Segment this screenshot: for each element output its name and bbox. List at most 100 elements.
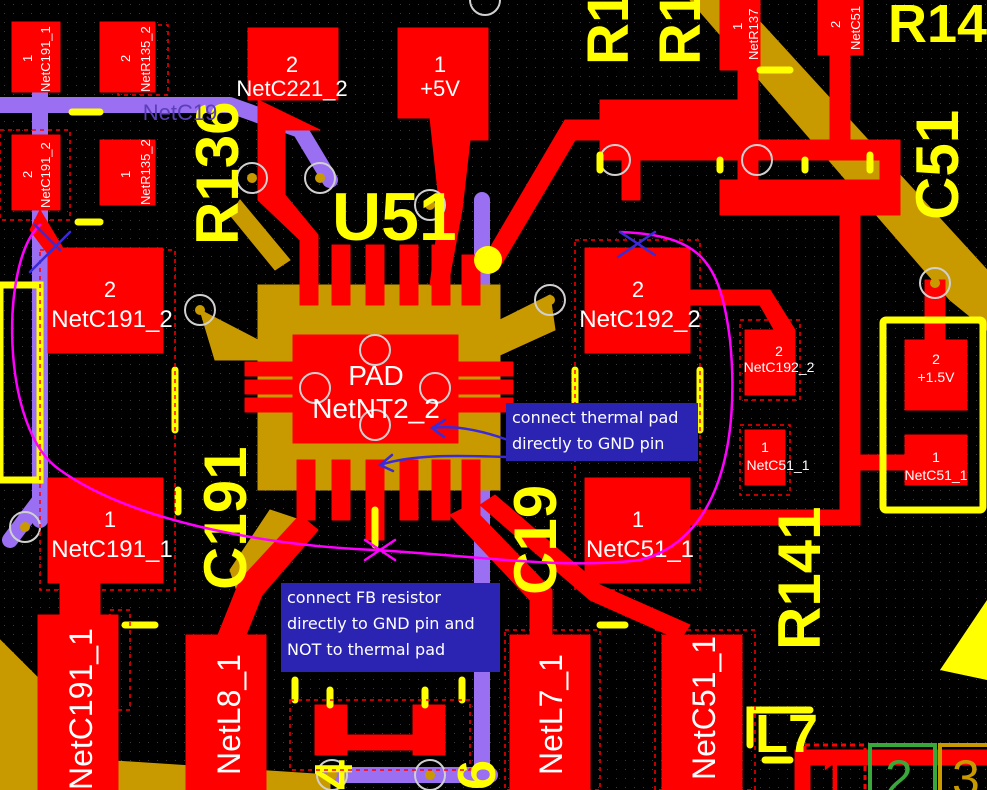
pad-netl7-1 xyxy=(509,634,591,790)
trace-c51-up xyxy=(839,179,861,526)
pad-small-c51 xyxy=(744,429,786,486)
label-tl-r135b-net: NetR135_2 xyxy=(138,139,153,205)
designator-6: 6 xyxy=(447,760,507,790)
pad-top-r137 xyxy=(719,0,761,71)
thermal-pad-note-line-1: connect thermal pad xyxy=(512,408,679,427)
label-netc191-1-vert: NetC191_1 xyxy=(63,628,99,790)
label-c191-1-num: 1 xyxy=(104,507,116,532)
designator-r141: R141 xyxy=(766,507,833,650)
bottom-right-headers: 1 2 3 xyxy=(803,743,987,790)
cross-left-b xyxy=(28,230,72,274)
markup-cross-bottom-b xyxy=(363,538,397,562)
silkscreen-designators: U51 R136 C191 C19 R141 C51 R1 R1 R14 L7 … xyxy=(184,0,987,790)
thermal-pad-annotation: connect thermal pad directly to GND pin xyxy=(506,403,698,461)
trace-pin-right2 xyxy=(479,494,691,641)
label-small-c192-num: 2 xyxy=(775,343,783,359)
trace-c51-block xyxy=(719,179,901,216)
pin-1-marker xyxy=(474,246,502,274)
gold-left-rail xyxy=(229,199,291,271)
designator-u51: U51 xyxy=(332,179,457,255)
label-c192-2-num: 2 xyxy=(632,277,644,302)
designator-r1-right: R1 xyxy=(648,0,713,65)
label-small-c51-net: NetC51_1 xyxy=(746,457,809,473)
label-top-r137-num: 1 xyxy=(730,23,745,30)
label-netl7-1: NetL7_1 xyxy=(533,654,569,775)
gold-trace-left xyxy=(199,309,259,361)
fb-note-line-1: connect FB resistor xyxy=(287,588,441,607)
markup-blue xyxy=(28,223,657,473)
pad-tl-r135-2 xyxy=(99,21,156,93)
pad-tl-r135-2b xyxy=(99,139,156,206)
label-right-c51-num: 1 xyxy=(932,449,940,465)
label-c192-2-net: NetC192_2 xyxy=(579,306,700,333)
vias xyxy=(9,0,951,790)
label-c221-net: NetC221_2 xyxy=(236,76,347,101)
label-5v-net: +5V xyxy=(420,76,460,101)
label-small-c51-num: 1 xyxy=(761,439,769,455)
gold-trace-right xyxy=(499,294,556,356)
cross-right-b xyxy=(616,230,657,259)
courtyard-outlines xyxy=(0,24,801,790)
label-pad-net: NetNT2_2 xyxy=(312,393,440,424)
fb-note-line-3: NOT to thermal pad xyxy=(287,640,446,659)
pad-5v xyxy=(397,27,489,119)
vertical-pad-labels: NetC191_1 NetL8_1 NetL7_1 NetC51_1 xyxy=(63,628,722,790)
label-tl-c191-1-num: 1 xyxy=(20,55,35,62)
arrow-fb-head xyxy=(377,453,395,473)
pad-c51-1 xyxy=(584,477,691,584)
exposed-pad xyxy=(292,334,459,444)
label-netc19: NetC19 xyxy=(143,100,218,125)
pad-c192-2 xyxy=(584,247,691,354)
label-15v-net: +1.5V xyxy=(918,369,956,385)
label-small-c192-net: NetC192_2 xyxy=(744,359,815,375)
header-num-1: 1 xyxy=(820,750,848,790)
arrow-thermal-head xyxy=(429,418,447,439)
designator-l7: L7 xyxy=(755,704,818,764)
label-c221-num: 2 xyxy=(286,52,298,77)
arrow-fb xyxy=(378,454,508,467)
pad-netc51-1-vert xyxy=(661,634,743,790)
fb-note-line-2: directly to GND pin and xyxy=(287,614,475,633)
label-c191-1-net: NetC191_1 xyxy=(51,536,172,563)
label-c51-1-net: NetC51_1 xyxy=(586,536,694,563)
trace-5v-down xyxy=(429,117,489,286)
label-right-c51-net: NetC51_1 xyxy=(904,467,967,483)
designator-r14-top: R14 xyxy=(888,0,987,54)
label-tl-c191-1-net: NetC191_1 xyxy=(38,26,53,92)
label-15v-num: 2 xyxy=(932,351,940,367)
pad-c191-2 xyxy=(47,247,164,354)
pad-bottom-6 xyxy=(412,704,446,756)
label-tl-r135-net: NetR135_2 xyxy=(138,26,153,92)
designator-c191: C191 xyxy=(192,447,259,590)
label-c191-2-num: 2 xyxy=(104,277,116,302)
trace-c191-bottom xyxy=(59,579,101,631)
u51-bottom-pins xyxy=(296,459,481,541)
label-c191-2-net: NetC191_2 xyxy=(51,306,172,333)
arrow-thermal xyxy=(430,425,510,442)
designator-r136: R136 xyxy=(184,102,251,245)
header-num-3: 3 xyxy=(952,750,980,790)
pad-small-c192 xyxy=(744,329,796,396)
label-top-r137-net: NetR137 xyxy=(746,9,761,60)
pad-tl-c191-1 xyxy=(11,21,61,93)
designator-c192: C19 xyxy=(502,485,569,595)
trace-15v-up xyxy=(924,279,946,341)
designator-r1-left: R1 xyxy=(576,0,641,65)
top-layer-copper xyxy=(11,0,987,790)
pad-c221 xyxy=(247,27,339,101)
label-tl-r135b-num: 1 xyxy=(118,171,133,178)
markup-drawing xyxy=(10,223,734,565)
trace-top-right-route xyxy=(479,119,641,271)
label-netl8-1: NetL8_1 xyxy=(211,654,247,775)
designator-c51: C51 xyxy=(904,110,971,220)
designator-4: 4 xyxy=(304,760,364,790)
u51-top-pins xyxy=(299,244,481,306)
pad-tl-c191-2 xyxy=(11,134,61,211)
purple-trace-bottom-left xyxy=(2,492,48,548)
via-fills xyxy=(20,173,940,780)
label-tl-r135-num: 2 xyxy=(118,55,133,62)
label-tl-c191-2-net: NetC191_2 xyxy=(38,142,53,208)
label-top-c51-num: 2 xyxy=(828,21,843,28)
header-num-2: 2 xyxy=(885,750,913,790)
